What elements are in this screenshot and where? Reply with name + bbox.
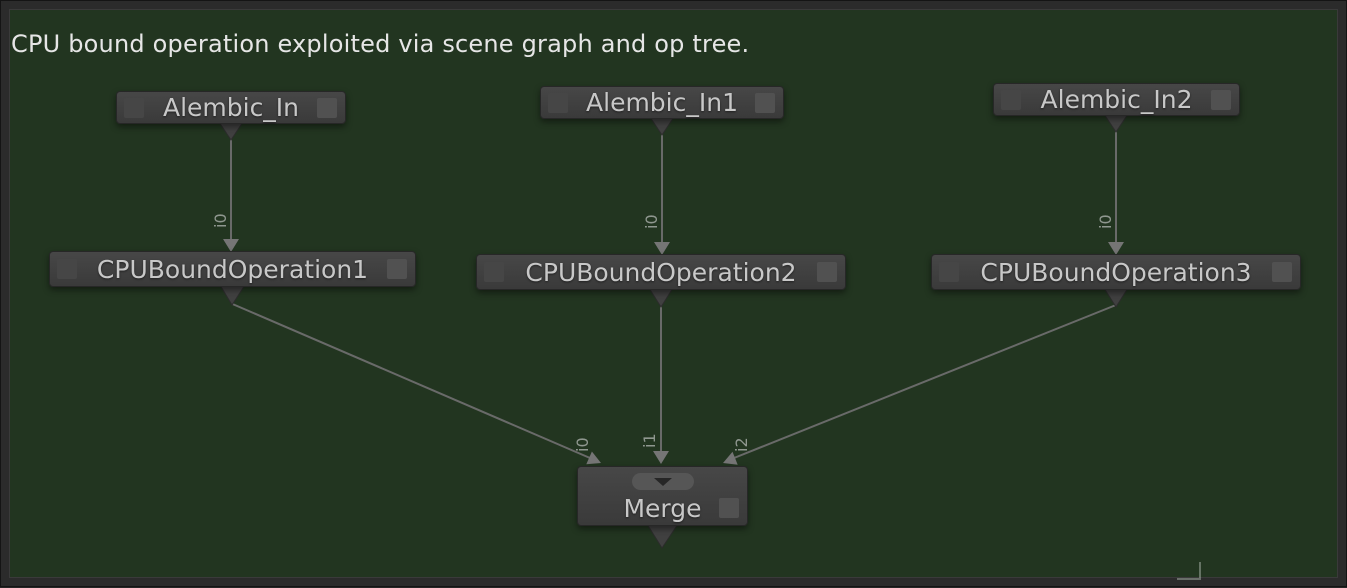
node-cpuboundoperation2[interactable]: CPUBoundOperation2 bbox=[476, 254, 846, 290]
node-flag-right[interactable] bbox=[817, 262, 837, 282]
edge-cpu1-to-merge[interactable] bbox=[233, 304, 591, 458]
output-port-triangle[interactable] bbox=[1104, 114, 1128, 132]
node-flag-left[interactable] bbox=[548, 93, 568, 113]
node-alembic-in1[interactable]: Alembic_In1 bbox=[540, 86, 784, 119]
node-flag-right[interactable] bbox=[317, 98, 337, 118]
input-ports-dropdown[interactable] bbox=[632, 473, 694, 490]
output-port-triangle[interactable] bbox=[220, 285, 245, 305]
node-flag-left[interactable] bbox=[939, 262, 959, 282]
output-port-triangle[interactable] bbox=[650, 117, 674, 135]
port-label: i0 bbox=[1096, 214, 1115, 229]
port-label: i2 bbox=[732, 437, 751, 452]
node-flag-left[interactable] bbox=[57, 259, 77, 279]
output-port-triangle[interactable] bbox=[219, 122, 243, 140]
node-flag-left[interactable] bbox=[124, 98, 144, 118]
node-label: Merge bbox=[623, 494, 701, 523]
node-alembic-in[interactable]: Alembic_In bbox=[116, 91, 346, 124]
chevron-down-icon bbox=[654, 478, 672, 486]
node-flag-left[interactable] bbox=[484, 262, 504, 282]
node-label: Alembic_In1 bbox=[586, 88, 738, 117]
node-label: CPUBoundOperation1 bbox=[97, 255, 368, 284]
node-cpuboundoperation1[interactable]: CPUBoundOperation1 bbox=[49, 251, 416, 287]
node-merge[interactable]: Merge bbox=[577, 466, 748, 526]
port-label: i0 bbox=[642, 214, 661, 229]
node-flag-right[interactable] bbox=[1211, 90, 1231, 110]
edge-cpu3-to-merge[interactable] bbox=[734, 305, 1116, 458]
port-label: i0 bbox=[573, 437, 592, 452]
graph-title: CPU bound operation exploited via scene … bbox=[11, 30, 749, 58]
output-port-triangle[interactable] bbox=[649, 288, 673, 307]
node-flag-right[interactable] bbox=[387, 259, 407, 279]
node-flag-right[interactable] bbox=[755, 93, 775, 113]
port-label: i0 bbox=[211, 213, 230, 228]
node-label: Alembic_In bbox=[163, 93, 299, 122]
resize-corner-icon[interactable] bbox=[1177, 562, 1200, 579]
port-label: i1 bbox=[640, 433, 659, 448]
node-label: CPUBoundOperation2 bbox=[525, 258, 796, 287]
node-flag-right[interactable] bbox=[719, 498, 739, 518]
output-port-triangle[interactable] bbox=[1104, 288, 1128, 307]
input-arrowhead bbox=[653, 451, 669, 464]
node-label: Alembic_In2 bbox=[1041, 85, 1193, 114]
node-cpuboundoperation3[interactable]: CPUBoundOperation3 bbox=[931, 254, 1301, 290]
node-alembic-in2[interactable]: Alembic_In2 bbox=[993, 83, 1240, 116]
node-flag-left[interactable] bbox=[1001, 90, 1021, 110]
node-flag-right[interactable] bbox=[1272, 262, 1292, 282]
node-label: CPUBoundOperation3 bbox=[980, 258, 1251, 287]
output-port-triangle[interactable] bbox=[647, 524, 678, 548]
